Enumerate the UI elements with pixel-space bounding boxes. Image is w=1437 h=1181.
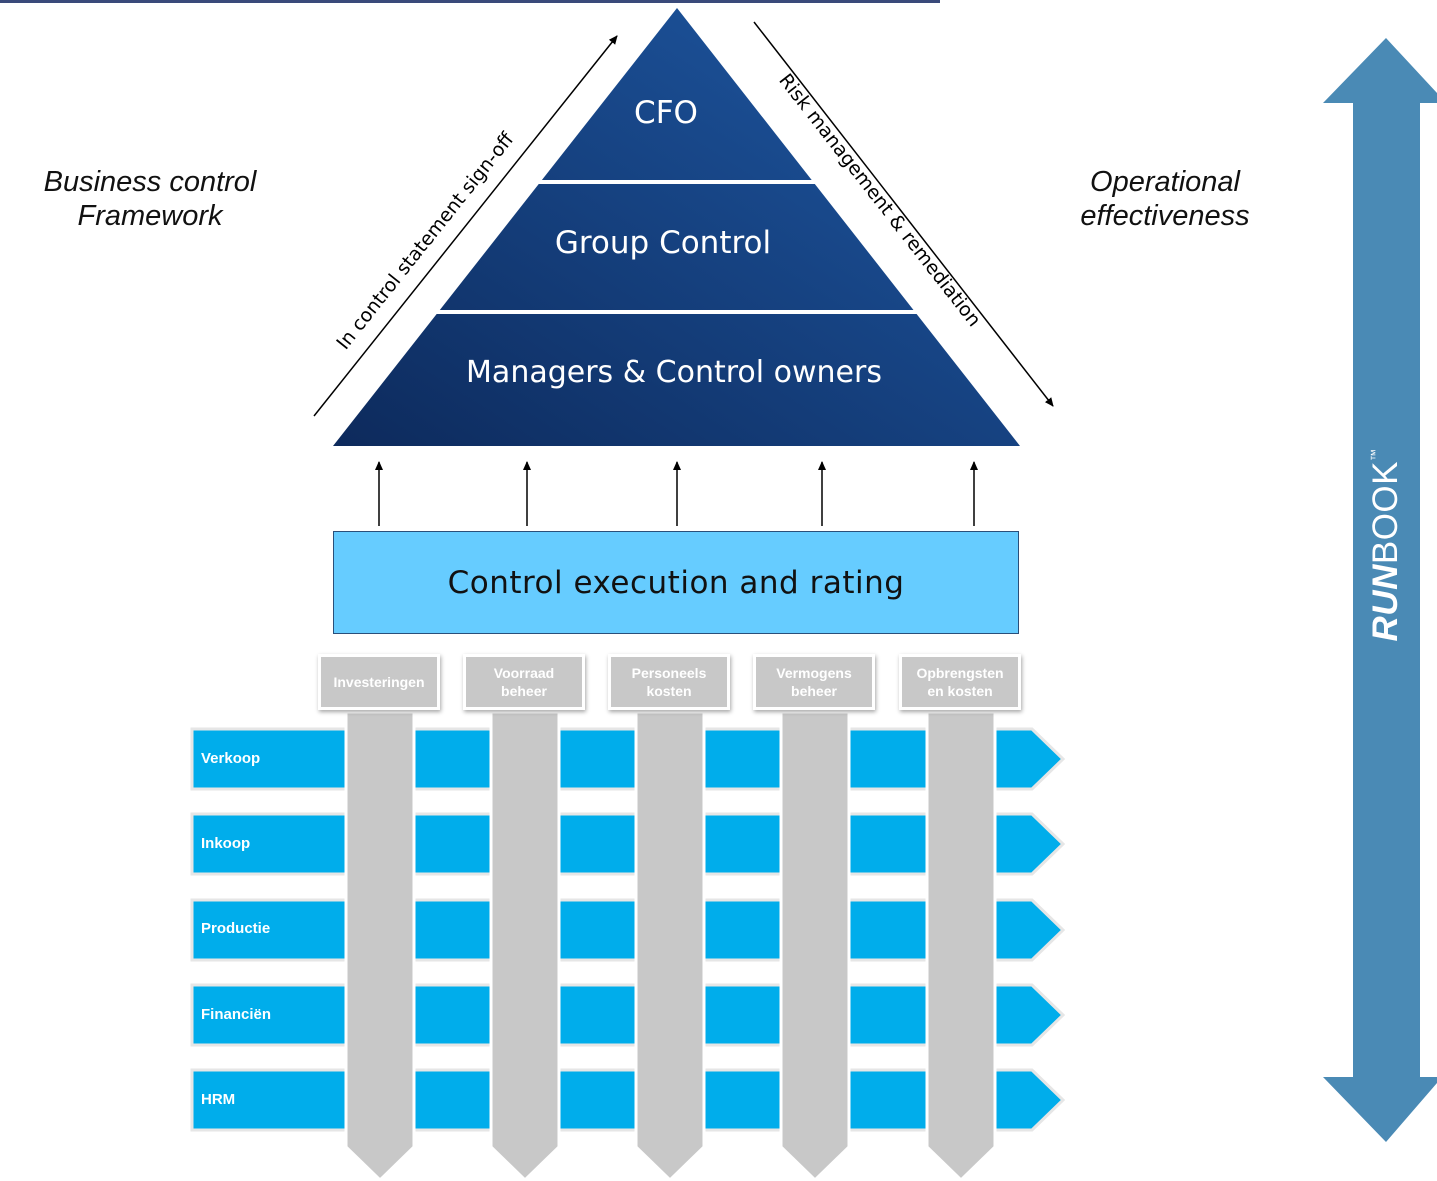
column-label-text: en kosten: [927, 683, 993, 699]
category-columns: [344, 710, 997, 1181]
column-arrow-opbrengsten: [925, 710, 997, 1181]
left-title: Business control Framework: [10, 165, 290, 233]
column-label-text: Personeels: [631, 665, 707, 681]
control-execution-box: Control execution and rating: [333, 531, 1019, 634]
column-label-text: Vermogens: [776, 665, 852, 681]
top-border-line: [0, 0, 940, 3]
row-label-financien: Financiën: [201, 1006, 272, 1023]
column-label-text: beheer: [791, 683, 837, 699]
column-label-investeringen: Investeringen: [318, 654, 440, 710]
row-label-verkoop: Verkoop: [201, 750, 261, 767]
left-title-line-1: Business control: [43, 166, 257, 198]
column-label-text: Opbrengsten: [916, 665, 1004, 681]
column-label-vermogens-beheer: Vermogens beheer: [753, 654, 875, 710]
right-title: Operational effectiveness: [1040, 165, 1290, 233]
row-label-inkoop: Inkoop: [201, 835, 251, 852]
column-label-personeels-kosten: Personeels kosten: [608, 654, 730, 710]
runbook-logo-rest: BOOK: [1366, 461, 1405, 565]
column-label-text: beheer: [501, 683, 547, 699]
right-title-line-1: Operational: [1090, 166, 1240, 198]
row-label-hrm: HRM: [201, 1091, 236, 1108]
runbook-logo-strong: RUN: [1366, 564, 1405, 642]
sign-off-arrow: [313, 35, 618, 417]
left-title-line-2: Framework: [77, 200, 223, 232]
remediation-arrow: [753, 21, 1054, 407]
right-title-line-2: effectiveness: [1080, 200, 1250, 232]
pyramid-middle-label: Group Control: [555, 225, 771, 261]
column-arrow-vermogens: [779, 710, 851, 1181]
pyramid: [333, 8, 1020, 446]
column-arrow-personeels: [634, 710, 706, 1181]
column-label-text: kosten: [646, 683, 692, 699]
vertical-double-arrow: [1323, 38, 1437, 1142]
column-arrow-voorraad: [489, 710, 561, 1181]
column-label-opbrengsten-en-kosten: Opbrengsten en kosten: [899, 654, 1021, 710]
column-arrow-investeringen: [344, 710, 416, 1181]
column-label-text: Voorraad: [493, 665, 555, 681]
pyramid-bottom-label: Managers & Control owners: [466, 355, 882, 390]
row-label-productie: Productie: [201, 920, 271, 937]
runbook-logo-trademark: ™: [1368, 448, 1382, 462]
column-label-voorraad-beheer: Voorraad beheer: [463, 654, 585, 710]
runbook-logo: RUNBOOK™: [1366, 449, 1406, 642]
pyramid-top-label: CFO: [634, 95, 698, 131]
column-label-text: Investeringen: [333, 674, 425, 690]
